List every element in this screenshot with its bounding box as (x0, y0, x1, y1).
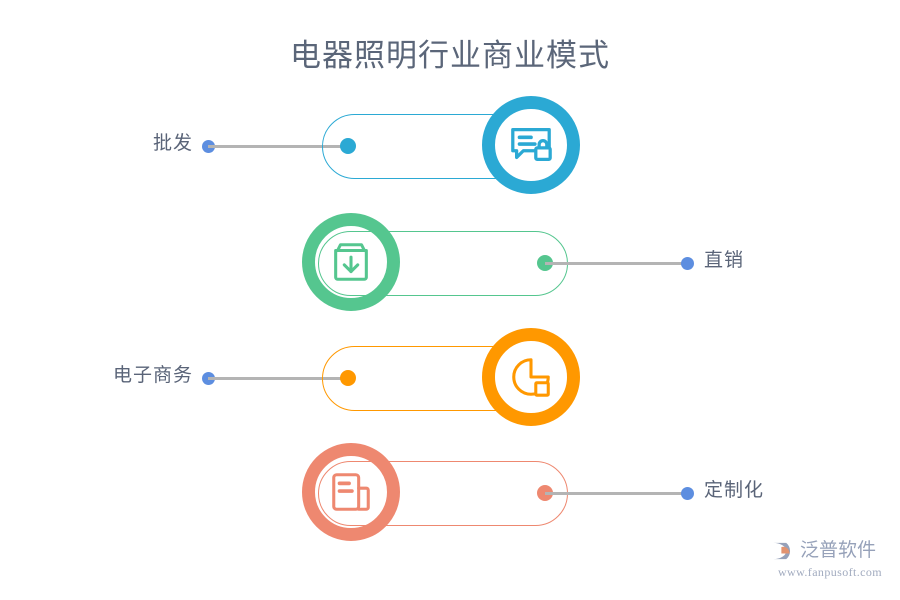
diagram-row-customization: 定制化 (0, 435, 900, 565)
diagram-row-direct-sales: 直销 (0, 205, 900, 335)
connector-line-direct-sales (545, 262, 690, 265)
inner-dot-ecommerce (340, 370, 356, 386)
fanpu-logo-icon (770, 538, 796, 564)
watermark-brand-text: 泛普软件 (800, 540, 877, 561)
inner-dot-wholesale (340, 138, 356, 154)
row-label-direct-sales: 直销 (704, 250, 745, 271)
icon-circle-wholesale[interactable] (482, 96, 580, 194)
connector-line-wholesale (208, 145, 353, 148)
icon-circle-ecommerce[interactable] (482, 328, 580, 426)
row-label-wholesale: 批发 (152, 133, 193, 154)
outer-dot-direct-sales (681, 257, 694, 270)
diagram-row-wholesale: 批发 (0, 88, 900, 218)
row-label-ecommerce: 电子商务 (112, 365, 193, 386)
capsule-direct-sales[interactable] (318, 231, 568, 296)
row-label-customization: 定制化 (704, 480, 765, 501)
capsule-customization[interactable] (318, 461, 568, 526)
connector-line-ecommerce (208, 377, 353, 380)
watermark-brand-row: 泛普软件 (770, 538, 890, 564)
watermark: 泛普软件 www.fanpusoft.com (770, 538, 890, 590)
diagram-row-ecommerce: 电子商务 (0, 320, 900, 450)
connector-line-customization (545, 492, 690, 495)
page-title: 电器照明行业商业模式 (290, 38, 610, 73)
watermark-url: www.fanpusoft.com (777, 565, 882, 579)
pie-chart-icon (508, 354, 554, 400)
chat-lock-icon (508, 122, 554, 168)
outer-dot-customization (681, 487, 694, 500)
